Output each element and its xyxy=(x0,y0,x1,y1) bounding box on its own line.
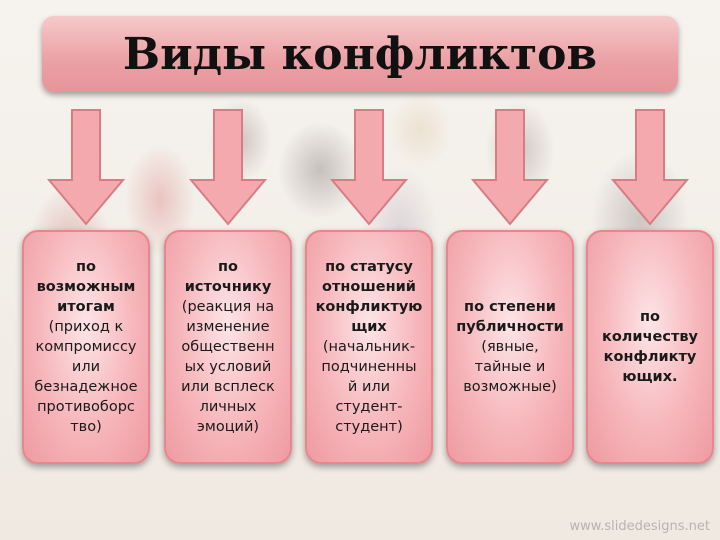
category-text: по возможным итогам (приход к компромиссу или… xyxy=(34,257,137,437)
category-text: по количеству конфликту ющих. xyxy=(602,307,698,387)
category-detail-line: подчиненны xyxy=(321,359,417,375)
category-detail-line: возможные) xyxy=(463,379,557,395)
category-detail-line: или всплеск xyxy=(181,379,275,395)
down-arrow-icon xyxy=(330,109,408,226)
category-heading-line: источнику xyxy=(184,279,272,295)
category-heading-line: отношений xyxy=(322,279,416,295)
category-detail-line: эмоций) xyxy=(196,419,260,435)
watermark: www.slidedesigns.net xyxy=(569,519,710,534)
category-heading-line: ющих. xyxy=(622,369,678,385)
category-detail-line: (начальник- xyxy=(322,339,416,355)
category-heading-line: конфликту xyxy=(603,349,697,365)
category-text: по степени публичности (явные, тайные и возм… xyxy=(456,297,563,397)
category-heading-line: по xyxy=(218,259,238,275)
category-detail-line: личных xyxy=(199,399,257,415)
down-arrow-icon xyxy=(471,109,549,226)
category-heading-line: по xyxy=(640,309,660,325)
category-detail-line: изменение xyxy=(186,319,270,335)
category-detail-line: студент) xyxy=(335,419,403,435)
category-text: по статусу отношений конфликтую щих (начальн… xyxy=(316,257,423,437)
category-detail-line: или xyxy=(71,359,101,375)
category-heading-line: возможным xyxy=(36,279,136,295)
category-heading-line: по xyxy=(76,259,96,275)
category-card: по возможным итогам (приход к компромиссу или… xyxy=(22,230,150,464)
category-detail-line: общественн xyxy=(181,339,275,355)
category-card: по степени публичности (явные, тайные и возм… xyxy=(446,230,574,464)
category-card: по источнику (реакция на изменение обществен… xyxy=(164,230,292,464)
category-detail-line: безнадежное xyxy=(34,379,138,395)
category-heading-line: по статусу xyxy=(325,259,413,275)
title-banner: Виды конфликтов xyxy=(42,16,678,92)
page-title: Виды конфликтов xyxy=(122,28,598,80)
category-heading-line: щих xyxy=(351,319,387,335)
category-detail-line: (приход к xyxy=(48,319,124,335)
down-arrow-icon xyxy=(189,109,267,226)
down-arrow-icon xyxy=(47,109,125,226)
category-detail-line: тайные и xyxy=(474,359,546,375)
down-arrow-icon xyxy=(611,109,689,226)
category-detail-line: студент- xyxy=(335,399,403,415)
category-heading-line: конфликтую xyxy=(315,299,423,315)
category-text: по источнику (реакция на изменение обществен… xyxy=(181,257,275,437)
category-detail-line: тво) xyxy=(70,419,102,435)
category-heading-line: публичности xyxy=(456,319,564,335)
category-detail-line: компромиссу xyxy=(35,339,137,355)
category-detail-line: (реакция на xyxy=(181,299,275,315)
category-heading-line: количеству xyxy=(602,329,698,345)
category-heading-line: итогам xyxy=(57,299,115,315)
category-card: по статусу отношений конфликтую щих (начальн… xyxy=(305,230,433,464)
category-card: по количеству конфликту ющих. xyxy=(586,230,714,464)
category-detail-line: й или xyxy=(347,379,391,395)
category-detail-line: ых условий xyxy=(184,359,272,375)
category-detail-line: противоборс xyxy=(37,399,135,415)
category-heading-line: по степени xyxy=(464,299,556,315)
category-detail-line: (явные, xyxy=(481,339,539,355)
